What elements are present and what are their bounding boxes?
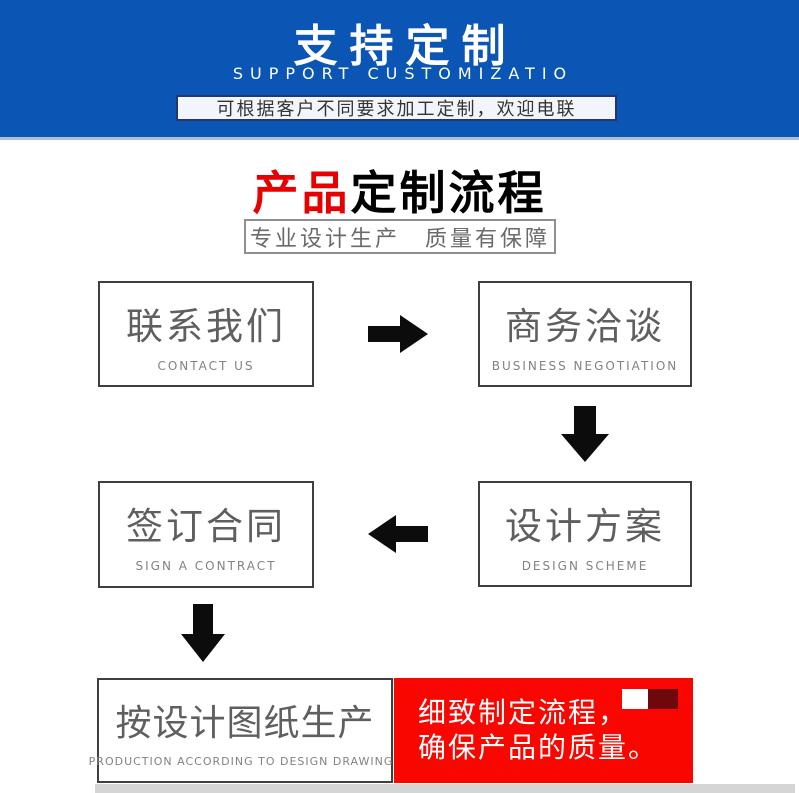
page-title-highlight: 产品 — [252, 166, 351, 220]
footer-divider — [95, 784, 795, 793]
step-label-zh: 联系我们 — [126, 304, 286, 348]
flow-step-negotiation: 商务洽谈 BUSINESS NEGOTIATION — [478, 281, 692, 387]
page-title-rest: 定制流程 — [350, 166, 547, 220]
header-tagline-bar: 可根据客户不同要求加工定制，欢迎电联 — [176, 95, 617, 121]
step-label-en: SIGN A CONTRACT — [135, 559, 277, 573]
step-label-zh: 签订合同 — [126, 505, 286, 548]
step-label-zh: 按设计图纸生产 — [115, 702, 375, 744]
arrow-right-icon — [368, 315, 428, 353]
arrow-down-icon — [561, 406, 609, 462]
step-label-en: BUSINESS NEGOTIATION — [491, 358, 679, 373]
step-label-en: PRODUCTION ACCORDING TO DESIGN DRAWINGS — [88, 754, 402, 768]
arrow-down-icon — [181, 604, 225, 662]
step-label-en: DESIGN SCHEME — [521, 558, 649, 573]
quality-tagline-box: 专业设计生产 质量有保障 — [244, 219, 556, 254]
header-title: 支持定制 — [293, 21, 518, 72]
flow-step-contract: 签订合同 SIGN A CONTRACT — [98, 481, 314, 588]
quality-note-line2: 确保产品的质量。 — [418, 731, 659, 764]
flow-step-design: 设计方案 DESIGN SCHEME — [478, 481, 692, 587]
quality-note-box: 细致制定流程， 确保产品的质量。 — [394, 678, 693, 783]
page-title: 产品定制流程 — [0, 157, 799, 223]
flow-step-production: 按设计图纸生产 PRODUCTION ACCORDING TO DESIGN D… — [89, 678, 400, 783]
header-banner-section: 支持定制 SUPPORT CUSTOMIZATIO 可根据客户不同要求加工定制，… — [0, 0, 799, 140]
step-label-zh: 商务洽谈 — [505, 304, 665, 348]
white-square-decor — [622, 689, 648, 709]
maroon-square-decor — [648, 689, 678, 709]
header-subtitle: SUPPORT CUSTOMIZATIO — [232, 64, 574, 83]
arrow-left-icon — [368, 515, 428, 553]
quality-note-line1: 细致制定流程， — [418, 695, 629, 729]
flow-step-contact: 联系我们 CONTACT US — [98, 281, 314, 387]
step-label-en: CONTACT US — [157, 358, 255, 373]
step-label-zh: 设计方案 — [505, 504, 665, 548]
